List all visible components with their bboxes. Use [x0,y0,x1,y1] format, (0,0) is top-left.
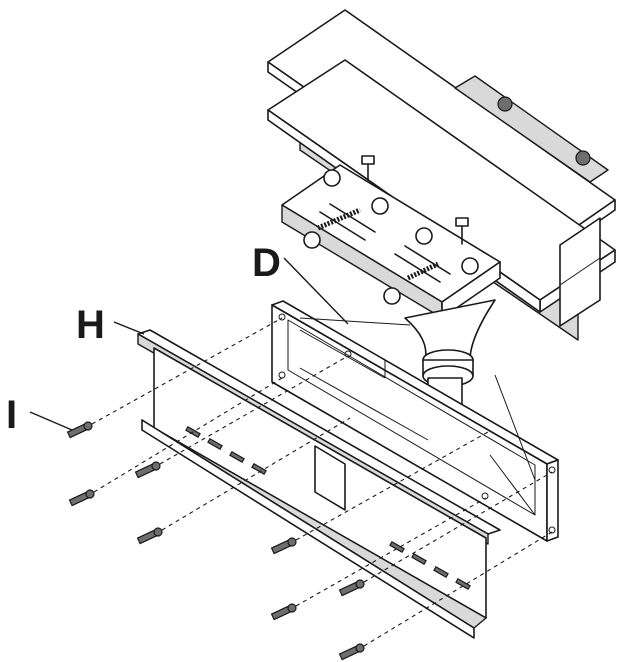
bolt [338,643,365,661]
beam-clamp-bracket [281,155,501,319]
channel-bracket-h [137,329,501,639]
bolt [66,421,93,439]
bolt [270,537,297,555]
bolt [134,461,161,479]
bolt [68,489,95,507]
callout-d: D [252,241,349,325]
bolt [270,603,297,621]
callout-label-i: I [6,393,17,437]
frame-panel-d [271,300,559,542]
callout-h: H [76,303,145,347]
bolt [338,579,365,597]
callout-i: I [6,393,73,437]
callout-label-h: H [76,303,105,347]
bolts-i [66,421,365,661]
callout-label-d: D [252,241,281,285]
bolt [136,527,163,545]
